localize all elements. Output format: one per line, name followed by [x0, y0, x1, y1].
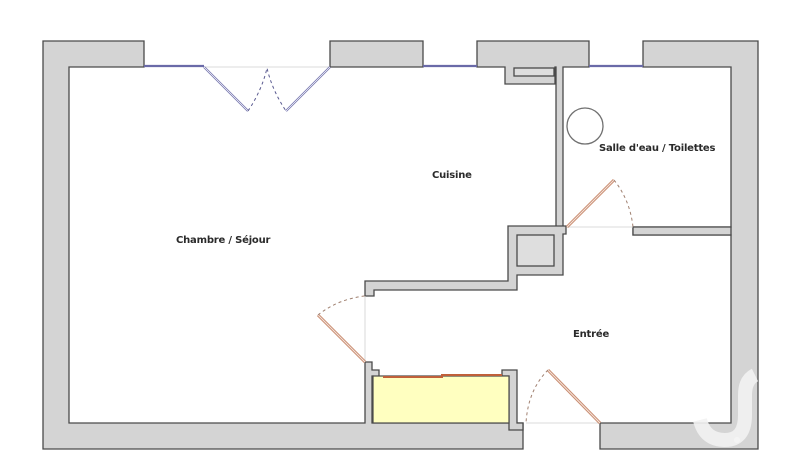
door-chambre — [316, 295, 367, 364]
wall-bottom-right — [599, 40, 759, 450]
bath-door-leaf-inner — [566, 179, 615, 228]
vent-shaft-mid — [516, 234, 555, 267]
room-label-chambre-sejour: Chambre / Séjour — [176, 235, 271, 246]
room-label-entree: Entrée — [573, 329, 610, 340]
closet-sliding-door — [383, 374, 502, 378]
watermark-logo-icon — [693, 368, 759, 448]
entry-door-leaf-inner — [547, 369, 601, 424]
bath-door-swing — [613, 179, 634, 228]
wall-top-mid — [329, 40, 424, 68]
french-window-swing — [247, 67, 287, 112]
wall-kitchen-entry — [364, 225, 567, 297]
closet — [372, 375, 510, 424]
chambre-door-leaf-inner — [317, 314, 366, 363]
french-window-leaf-left-inner — [203, 66, 249, 112]
windows — [144, 64, 643, 112]
shower-icon — [566, 107, 604, 145]
french-window-leaf-right-inner — [285, 66, 331, 112]
chambre-door-swing — [317, 295, 366, 316]
room-label-salle-deau: Salle d'eau / Toilettes — [599, 143, 716, 154]
entry-door-swing — [525, 369, 549, 424]
wall-bath-bottom — [632, 226, 732, 236]
room-label-cuisine: Cuisine — [432, 170, 472, 181]
door-salle-deau — [565, 178, 634, 229]
door-entree — [525, 368, 602, 425]
vent-shaft-top — [513, 67, 555, 77]
